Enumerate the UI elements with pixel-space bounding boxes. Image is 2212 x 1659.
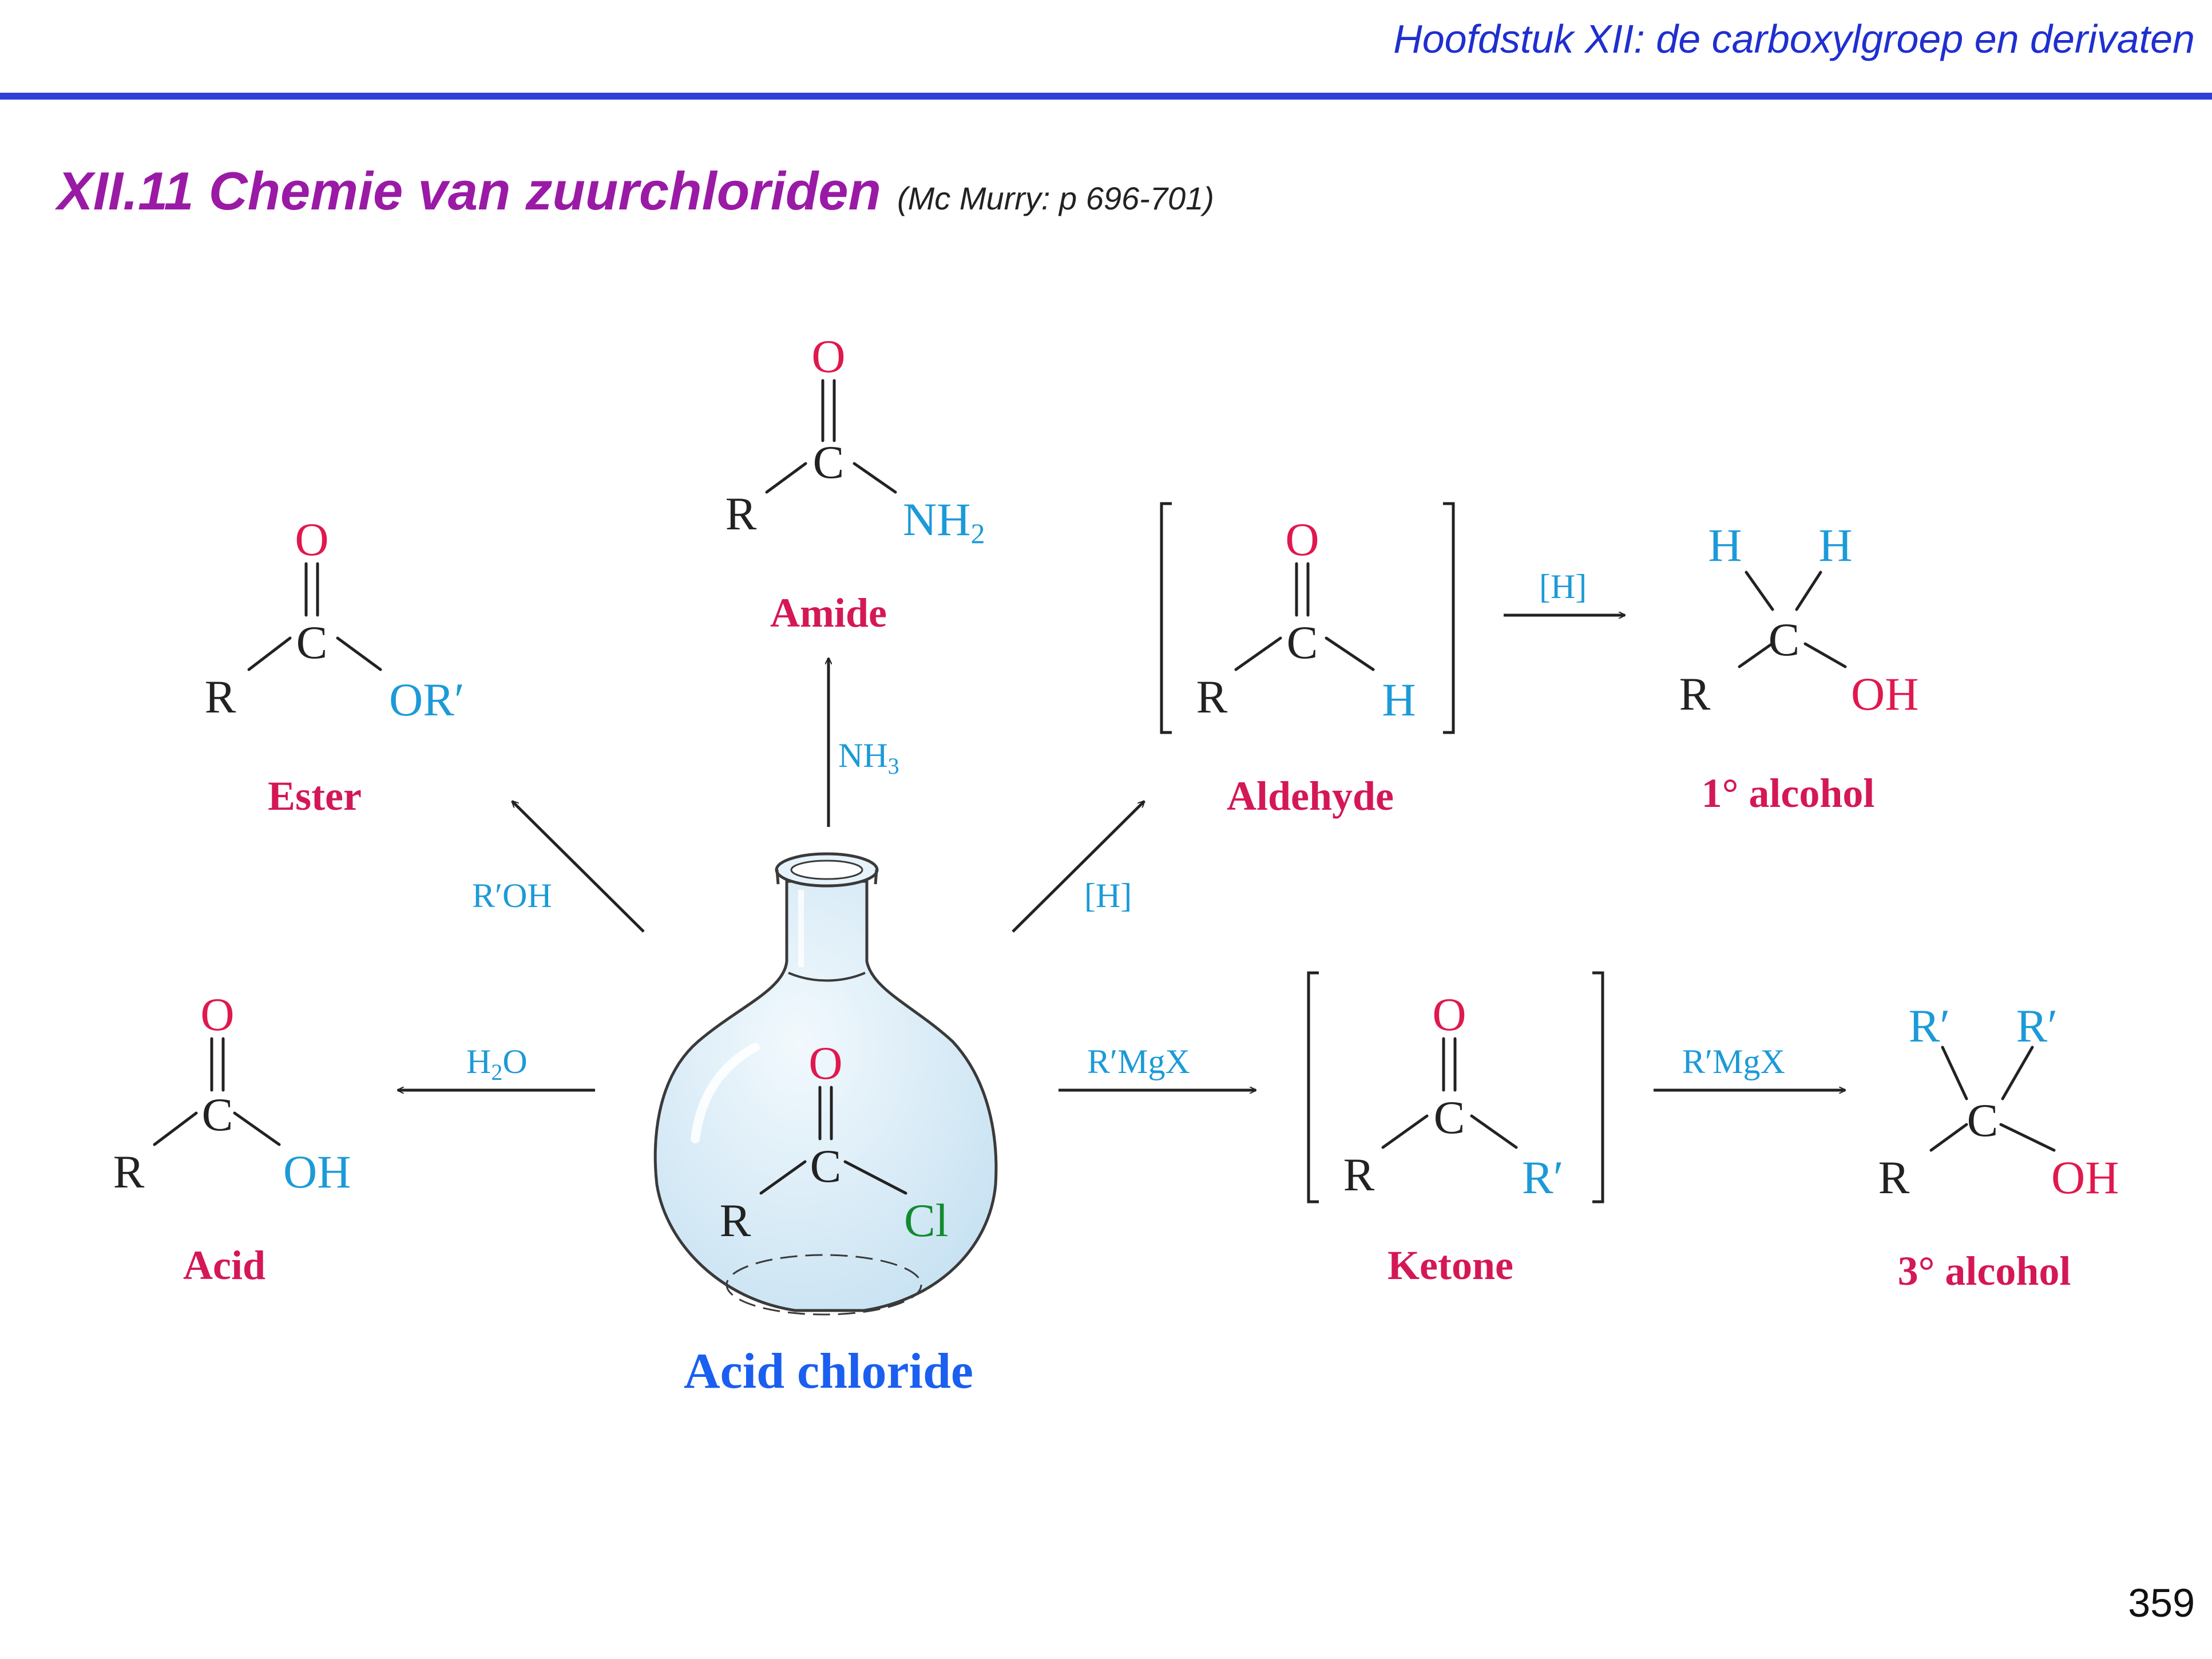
alcohol1-h-right: H [1818, 519, 1852, 571]
label-alcohol3: 3° alcohol [1898, 1248, 2071, 1294]
page-number: 359 [2128, 1581, 2195, 1625]
alcohol3-rp-right: R′ [2016, 1000, 2058, 1052]
alcohol3-bonds [1929, 1046, 2056, 1152]
reagent-ketone: R′MgX [1087, 1043, 1190, 1080]
ester-bonds [247, 562, 382, 671]
reagent-acid-sub: 2 [491, 1059, 502, 1085]
amide-nh: NH [903, 493, 970, 545]
acid-oh: OH [283, 1146, 351, 1198]
label-ketone: Ketone [1388, 1242, 1513, 1288]
alcohol3-r: R [1878, 1151, 1910, 1203]
amide-nh2-sub: 2 [970, 517, 985, 549]
reagent-alcohol3: R′MgX [1682, 1043, 1785, 1080]
reagent-amide-sub: 3 [888, 753, 899, 779]
alcohol1-oh: OH [1851, 668, 1918, 720]
reagent-alcohol1: [H] [1539, 568, 1587, 605]
reagent-acid-post: O [502, 1043, 527, 1080]
chapter-header: Hoofdstuk XII: de carboxylgroep en deriv… [1393, 17, 2195, 61]
ketone-oxygen: O [1432, 988, 1466, 1040]
acid-r: R [113, 1146, 145, 1198]
label-acid-chloride: Acid chloride [684, 1344, 973, 1399]
page-title: XII.11 Chemie van zuurchloriden (Mc Murry… [57, 160, 1214, 222]
aldehyde-bracket-left [1160, 502, 1172, 734]
amide-oxygen: O [811, 330, 845, 382]
alcohol1-carbon: C [1769, 613, 1800, 666]
ketone-r: R [1343, 1149, 1375, 1201]
acid-chloride-r: R [720, 1194, 751, 1246]
label-aldehyde: Aldehyde [1227, 773, 1394, 819]
alcohol3-oh: OH [2051, 1151, 2119, 1203]
reagent-aldehyde: [H] [1084, 877, 1132, 914]
amide-carbon: C [813, 436, 845, 488]
ester-oxygen: O [295, 513, 328, 565]
ketone-bonds [1381, 1037, 1518, 1149]
ketone-bracket-left [1307, 971, 1319, 1203]
acid-chloride-carbon: C [810, 1140, 842, 1192]
acid-chloride-bonds [759, 1086, 907, 1195]
amide-nh2: NH2 [903, 493, 985, 549]
header-rule [0, 93, 2212, 100]
ester-or: OR′ [389, 674, 465, 726]
label-alcohol1: 1° alcohol [1702, 770, 1875, 816]
ketone-rp: R′ [1522, 1151, 1564, 1203]
reagent-ester: R′OH [472, 877, 552, 914]
label-acid: Acid [183, 1242, 265, 1288]
ketone-carbon: C [1434, 1091, 1465, 1143]
alcohol1-h-left: H [1708, 519, 1742, 571]
aldehyde-r: R [1196, 671, 1228, 723]
reagent-acid: H2O [466, 1043, 528, 1085]
amide-bonds [765, 379, 897, 494]
ester-r: R [205, 671, 236, 723]
label-ester: Ester [268, 773, 362, 819]
ketone-bracket-right [1592, 971, 1604, 1203]
acid-bonds [153, 1037, 281, 1146]
reagent-amide-main: NH [838, 737, 888, 774]
reagent-amide: NH3 [838, 737, 899, 779]
acid-oxygen: O [200, 988, 234, 1040]
aldehyde-h: H [1382, 674, 1416, 726]
alcohol3-carbon: C [1967, 1094, 1999, 1146]
acid-chloride-oxygen: O [808, 1037, 842, 1089]
acid-carbon: C [202, 1088, 233, 1141]
acid-chloride-cl: Cl [904, 1194, 948, 1246]
section-title: XII.11 Chemie van zuurchloriden [57, 161, 881, 221]
aldehyde-bonds [1234, 562, 1375, 671]
arrow-to-aldehyde [1012, 801, 1144, 933]
ester-carbon: C [296, 616, 328, 668]
arrow-to-ester [512, 801, 645, 933]
aldehyde-oxygen: O [1285, 513, 1319, 565]
alcohol3-rp-left: R′ [1909, 1000, 1951, 1052]
alcohol1-r: R [1679, 668, 1711, 720]
aldehyde-carbon: C [1287, 616, 1318, 668]
aldehyde-bracket-right [1443, 502, 1455, 734]
reference-note: (Mc Murry: p 696-701) [897, 180, 1214, 216]
amide-r: R [726, 488, 757, 540]
reagent-acid-pre: H [466, 1043, 491, 1080]
round-bottom-flask-icon [653, 852, 998, 1316]
label-amide: Amide [770, 590, 887, 636]
alcohol1-bonds [1738, 571, 1847, 668]
